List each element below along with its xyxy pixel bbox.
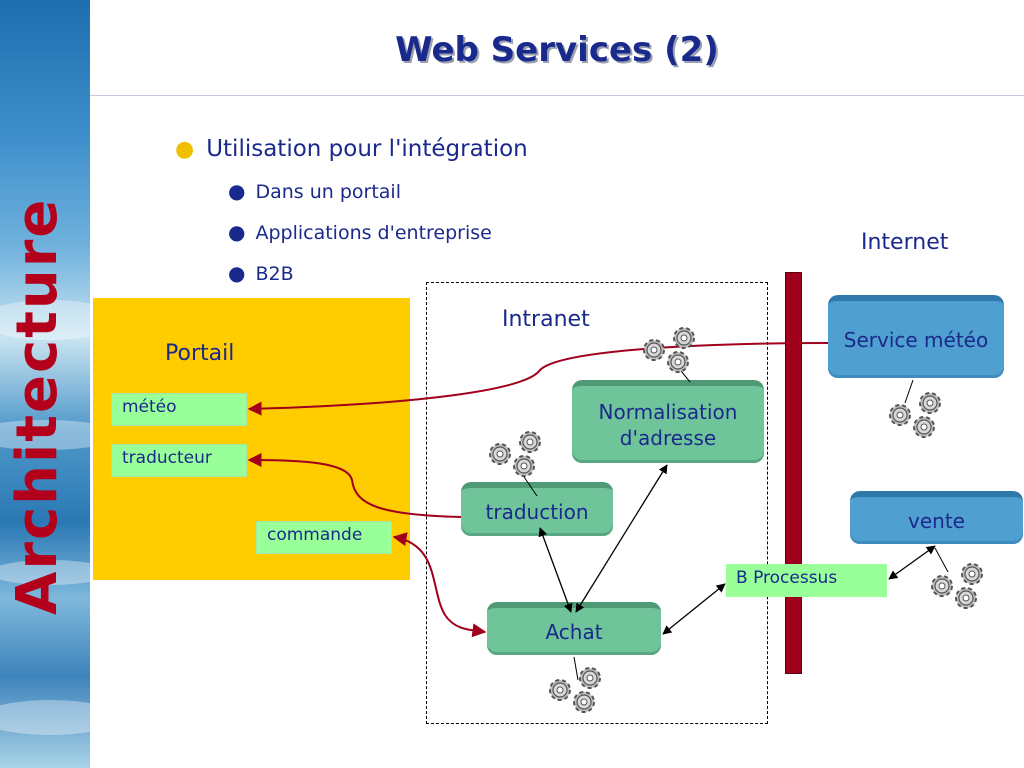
bullet-sub: ● Dans un portail bbox=[228, 179, 401, 203]
bullet-dot-icon: ● bbox=[228, 220, 246, 244]
slide-title: Web Services (2) bbox=[395, 30, 719, 70]
service-label: Normalisation d'adresse bbox=[598, 399, 738, 450]
bullet-dot-icon: ● bbox=[228, 179, 246, 203]
intranet-area bbox=[426, 282, 768, 724]
portail-item-traducteur: traducteur bbox=[111, 444, 247, 477]
bullet-sub-text: B2B bbox=[255, 263, 294, 285]
title-divider bbox=[90, 95, 1024, 96]
service-vente: vente bbox=[850, 491, 1023, 544]
service-achat: Achat bbox=[487, 602, 661, 655]
intranet-label: Intranet bbox=[502, 307, 590, 332]
arrow-achat-traduction bbox=[538, 527, 573, 613]
arrow-achat-normalisation bbox=[575, 464, 668, 613]
service-label: traduction bbox=[485, 500, 589, 524]
bullet-sub: ● Applications d'entreprise bbox=[228, 220, 492, 244]
gear-cluster-icon bbox=[550, 668, 600, 712]
wave-decoration bbox=[0, 300, 90, 340]
bullet-dot-icon: ● bbox=[228, 261, 246, 285]
wave-decoration bbox=[0, 560, 90, 585]
bullet-sub-text: Applications d'entreprise bbox=[255, 222, 492, 244]
service-meteo: Service météo bbox=[828, 295, 1004, 378]
portail-label: Portail bbox=[165, 341, 235, 366]
arrow-achat-bprocessus bbox=[662, 583, 726, 635]
service-label: vente bbox=[908, 508, 965, 533]
sidebar-image: Architecture bbox=[0, 0, 90, 768]
bullet-sub: ● B2B bbox=[228, 261, 294, 285]
gear-cluster-icon bbox=[644, 328, 694, 372]
service-label: Achat bbox=[545, 619, 603, 644]
link-meteo bbox=[247, 342, 829, 416]
wave-decoration bbox=[0, 420, 90, 450]
arrow-bprocessus-vente bbox=[888, 545, 936, 580]
gear-cluster-icon bbox=[490, 432, 540, 476]
internet-label: Internet bbox=[861, 230, 949, 255]
portail-item-commande: commande bbox=[256, 521, 392, 554]
link-commande bbox=[392, 532, 487, 638]
b-processus-box: B Processus bbox=[726, 564, 887, 597]
service-label: Service météo bbox=[843, 327, 989, 352]
wave-decoration bbox=[0, 700, 90, 735]
gear-cluster-icon bbox=[932, 564, 982, 608]
bullet-main-text: Utilisation pour l'intégration bbox=[206, 136, 528, 162]
bullet-dot-icon: ● bbox=[175, 137, 195, 162]
bullet-sub-text: Dans un portail bbox=[255, 181, 401, 203]
service-normalisation: Normalisation d'adresse bbox=[572, 380, 764, 463]
portail-item-meteo: météo bbox=[111, 393, 247, 426]
gear-cluster-icon bbox=[890, 393, 940, 437]
bullet-main: ● Utilisation pour l'intégration bbox=[175, 136, 528, 162]
link-traducteur bbox=[247, 453, 462, 518]
